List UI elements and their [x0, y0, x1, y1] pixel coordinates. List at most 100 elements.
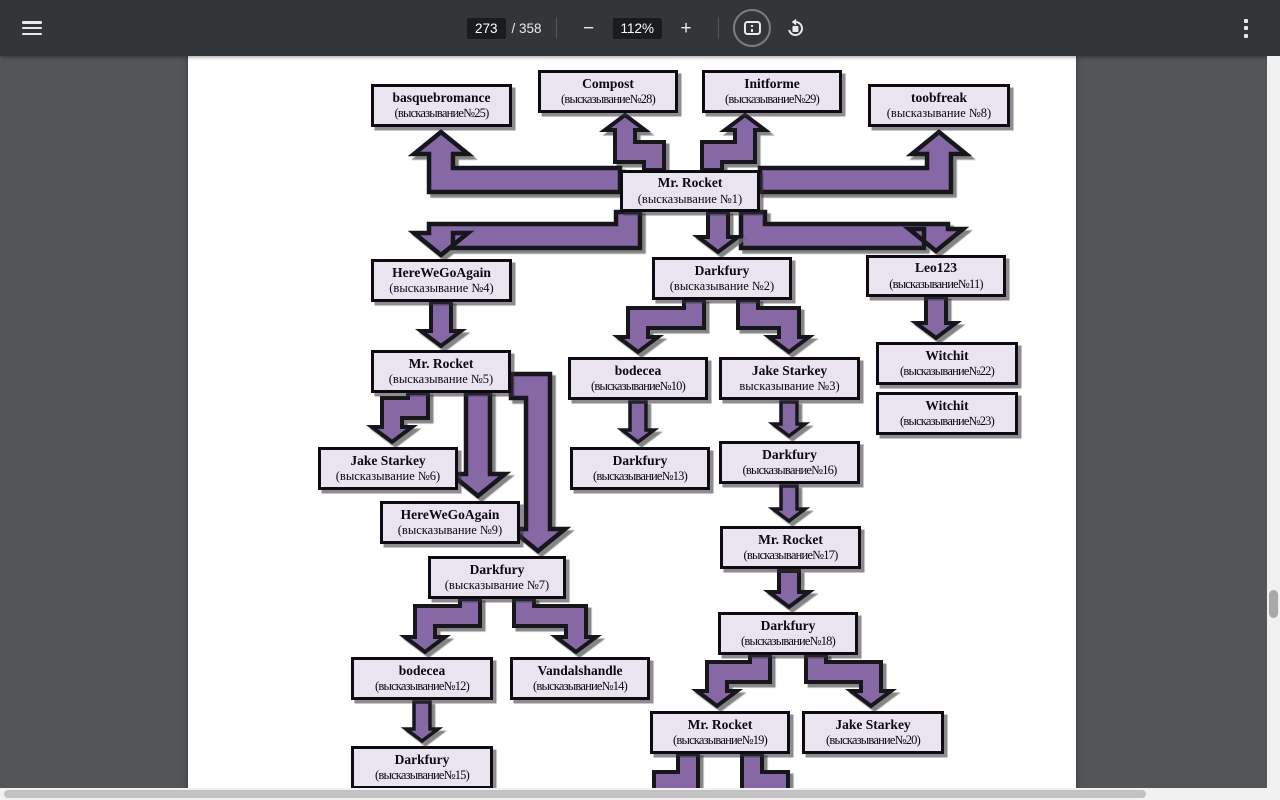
node-statement-label: (высказывание №6) — [335, 469, 441, 484]
fit-page-button[interactable] — [733, 9, 772, 47]
node-statement-label: (высказывание№25) — [394, 106, 490, 121]
diagram-node-n5: Mr. Rocket(высказывание №5) — [371, 350, 511, 393]
node-statement-label: (высказывание №2) — [669, 279, 775, 294]
diagram-node-n2: Darkfury(высказывание №2) — [652, 257, 792, 300]
node-user-label: bodecea — [398, 662, 446, 678]
node-statement-label: (высказывание№10) — [591, 379, 686, 394]
flow-arrow — [400, 700, 444, 744]
node-user-label: HereWeGoAgain — [400, 506, 500, 522]
flow-arrow — [415, 300, 467, 349]
node-statement-label: (высказывание№28) — [561, 92, 656, 107]
vertical-scrollbar-thumb[interactable] — [1269, 590, 1278, 618]
node-user-label: Initforme — [744, 75, 800, 91]
node-user-label: bodecea — [614, 362, 662, 378]
node-user-label: Jake Starkey — [751, 362, 828, 378]
node-statement-label: высказывание №3) — [739, 379, 840, 394]
diagram-node-n19: Mr. Rocket(высказывание№19) — [650, 711, 790, 754]
diagram-node-n7: Darkfury(высказывание №7) — [428, 556, 566, 599]
node-user-label: Witchit — [925, 397, 969, 413]
flow-arrow — [692, 210, 744, 255]
diagram-node-n14: Vandalshandle(высказывание№14) — [510, 657, 650, 700]
toolbar-divider — [718, 17, 720, 39]
flow-arrow — [804, 653, 897, 709]
flow-arrow — [504, 371, 572, 554]
node-user-label: Mr. Rocket — [758, 531, 823, 547]
node-user-label: Darkfury — [394, 751, 450, 767]
menu-button[interactable] — [14, 10, 50, 46]
rotate-button[interactable] — [777, 10, 813, 46]
node-statement-label: (высказывание №7) — [444, 578, 550, 593]
flow-arrow — [738, 209, 970, 254]
diagram-node-n29: Initforme(высказывание№29) — [702, 70, 842, 113]
diagram-node-n8: toobfreak(высказывание №8) — [868, 84, 1010, 127]
node-user-label: Mr. Rocket — [687, 716, 753, 732]
node-user-label: basquebromance — [392, 89, 491, 105]
page-count-label: / 358 — [511, 20, 542, 36]
page-number-input[interactable]: 273 — [466, 17, 506, 39]
node-user-label: Darkfury — [760, 617, 816, 633]
flow-arrow — [736, 298, 815, 355]
node-user-label: Darkfury — [694, 262, 750, 278]
diagram-node-n25: basquebromance(высказывание№25) — [371, 84, 512, 127]
node-user-label: HereWeGoAgain — [392, 264, 491, 280]
viewer-background: basquebromance(высказывание№25) Compost(в… — [0, 56, 1280, 800]
flow-arrow — [767, 400, 811, 439]
rotate-ccw-icon — [787, 18, 803, 36]
vertical-scrollbar-track[interactable] — [1267, 56, 1280, 800]
more-options-button[interactable] — [1228, 10, 1264, 46]
diagram-node-n16: Darkfury(высказывание№16) — [719, 441, 860, 484]
node-statement-label: (высказывание №4) — [389, 281, 494, 296]
diagram-node-n13: Darkfury(высказывание№13) — [570, 447, 710, 490]
zoom-out-button[interactable]: − — [571, 10, 607, 46]
flow-arrow — [366, 391, 430, 445]
diagram-node-n12: bodecea(высказывание№12) — [351, 657, 493, 700]
zoom-in-button[interactable]: + — [668, 10, 704, 46]
node-statement-label: (высказывание №9) — [397, 523, 503, 538]
node-statement-label: (высказывание №8) — [886, 106, 992, 121]
diagram-node-n10: bodecea(высказывание№10) — [568, 357, 708, 400]
node-user-label: Jake Starkey — [835, 716, 911, 732]
node-user-label: Mr. Rocket — [408, 355, 474, 371]
flow-arrow — [691, 653, 772, 709]
zoom-level-input[interactable]: 112% — [612, 17, 663, 39]
pdf-toolbar: 273 / 358 − 112% + — [0, 0, 1280, 56]
node-user-label: Darkfury — [612, 452, 668, 468]
flow-arrow — [407, 209, 643, 258]
node-statement-label: (высказывание№17) — [743, 548, 839, 563]
pdf-page: basquebromance(высказывание№25) Compost(в… — [188, 56, 1076, 800]
node-user-label: Darkfury — [469, 561, 525, 577]
diagram-node-n11: Leo123(высказывание№11) — [866, 255, 1006, 297]
node-statement-label: (высказывание№14) — [533, 679, 628, 694]
node-user-label: Leo123 — [915, 260, 957, 276]
flow-arrow — [910, 295, 962, 341]
diagram-node-n9: HereWeGoAgain(высказывание №9) — [380, 501, 520, 544]
node-statement-label: (высказывание№13) — [593, 469, 688, 484]
flow-arrow — [757, 129, 973, 195]
flow-arrow — [599, 112, 666, 172]
kebab-menu-icon — [1244, 18, 1248, 38]
node-statement-label: (высказывание№16) — [742, 463, 838, 478]
node-statement-label: (высказывание№29) — [725, 92, 820, 107]
flow-arrow — [407, 129, 623, 195]
node-statement-label: (высказывание№23) — [900, 414, 995, 429]
flow-arrow — [763, 569, 815, 610]
node-statement-label: (высказывание№18) — [741, 634, 836, 649]
node-statement-label: (высказывание№11) — [889, 276, 983, 291]
diagram-node-n28: Compost(высказывание№28) — [538, 70, 678, 113]
toolbar-divider — [555, 17, 557, 39]
horizontal-scrollbar-thumb[interactable] — [4, 790, 1146, 798]
diagram-node-n18: Darkfury(высказывание№18) — [718, 612, 858, 655]
flowchart-arrows-layer — [366, 112, 973, 800]
node-statement-label: (высказывание №1) — [637, 191, 743, 206]
diagram-node-n20: Jake Starkey(высказывание№20) — [802, 711, 944, 754]
flow-arrow — [700, 112, 771, 172]
diagram-node-n17: Mr. Rocket(высказывание№17) — [720, 526, 861, 569]
node-user-label: Darkfury — [762, 446, 817, 462]
horizontal-scrollbar-track[interactable] — [0, 788, 1280, 800]
node-statement-label: (высказывание№22) — [900, 364, 995, 379]
diagram-node-n6: Jake Starkey(высказывание №6) — [318, 447, 458, 490]
flow-arrow — [444, 390, 512, 499]
hamburger-icon — [22, 21, 42, 35]
